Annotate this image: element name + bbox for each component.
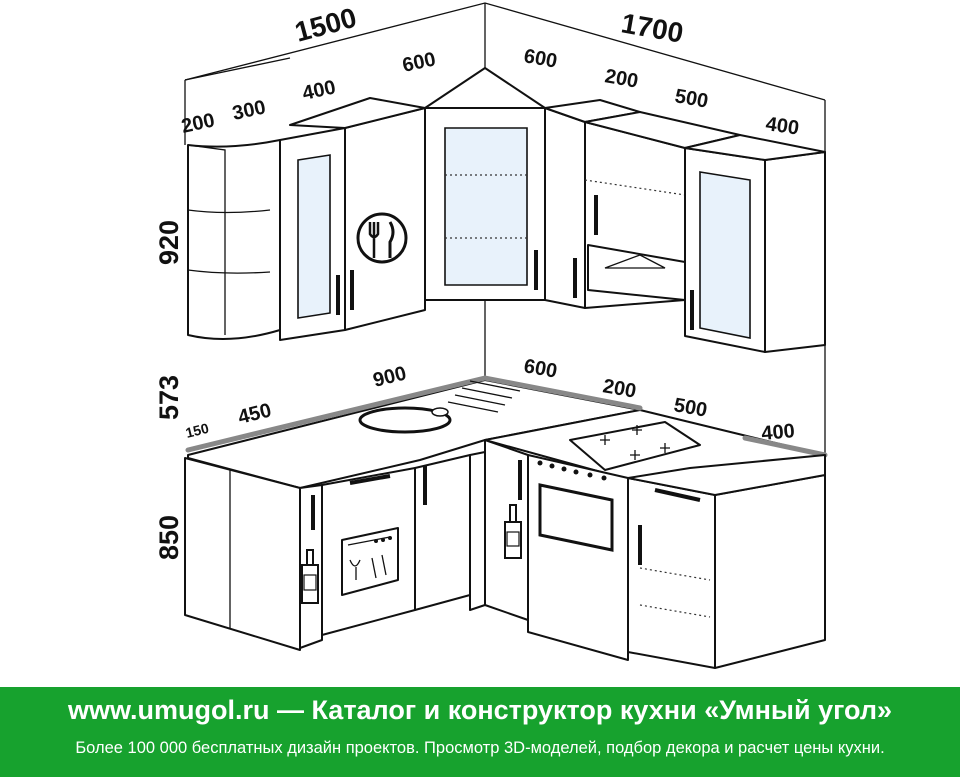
- wall-cabinets-right: [544, 99, 826, 353]
- dim-top-right-total: 1700: [619, 7, 686, 48]
- dim-height-wall: 920: [154, 220, 184, 265]
- dim-wall-right-4: 400: [764, 113, 800, 139]
- dim-wall-left-3: 400: [300, 76, 337, 104]
- footer-banner[interactable]: www.umugol.ru — Каталог и конструктор ку…: [0, 687, 960, 777]
- dim-base-right-1: 600: [522, 355, 559, 382]
- dim-wall-left-2: 300: [230, 96, 267, 124]
- dim-base-right-4: 400: [761, 420, 796, 445]
- dim-base-left-3: 900: [371, 362, 409, 391]
- dim-base-left-1: 150: [184, 420, 211, 441]
- dim-wall-right-1: 600: [522, 45, 559, 72]
- banner-subtitle: Более 100 000 бесплатных дизайн проектов…: [75, 739, 885, 757]
- oven-door: [538, 483, 614, 552]
- dim-wall-left-4: 600: [400, 48, 437, 76]
- dim-wall-right-3: 500: [673, 85, 710, 112]
- wall-cabinet-corner: [424, 67, 546, 301]
- dim-top-left-total: 1500: [292, 2, 360, 48]
- wall-cabinets-left: [187, 97, 426, 341]
- cutlery-icon: [356, 212, 408, 264]
- base-cabinets-left: [184, 451, 486, 651]
- bottle-icon-left: [301, 549, 319, 604]
- stove-knobs: [537, 460, 607, 481]
- dishwasher-icon: [347, 536, 392, 580]
- dim-base-right-3: 500: [672, 394, 709, 421]
- base-cabinets-right: [484, 439, 826, 669]
- banner-title[interactable]: www.umugol.ru — Каталог и конструктор ку…: [68, 695, 892, 725]
- sink-icon: [358, 406, 452, 434]
- dim-wall-right-2: 200: [603, 65, 640, 92]
- kitchen-drawing: 1500 1700 200 300 400 600 600 200 500 40…: [154, 2, 828, 669]
- dim-base-left-2: 450: [236, 399, 274, 428]
- burner-icons: [600, 425, 670, 460]
- bottle-icon-right: [504, 504, 522, 559]
- dim-height-base: 850: [154, 515, 184, 560]
- dim-height-gap: 573: [154, 375, 184, 420]
- dim-base-right-2: 200: [601, 375, 638, 402]
